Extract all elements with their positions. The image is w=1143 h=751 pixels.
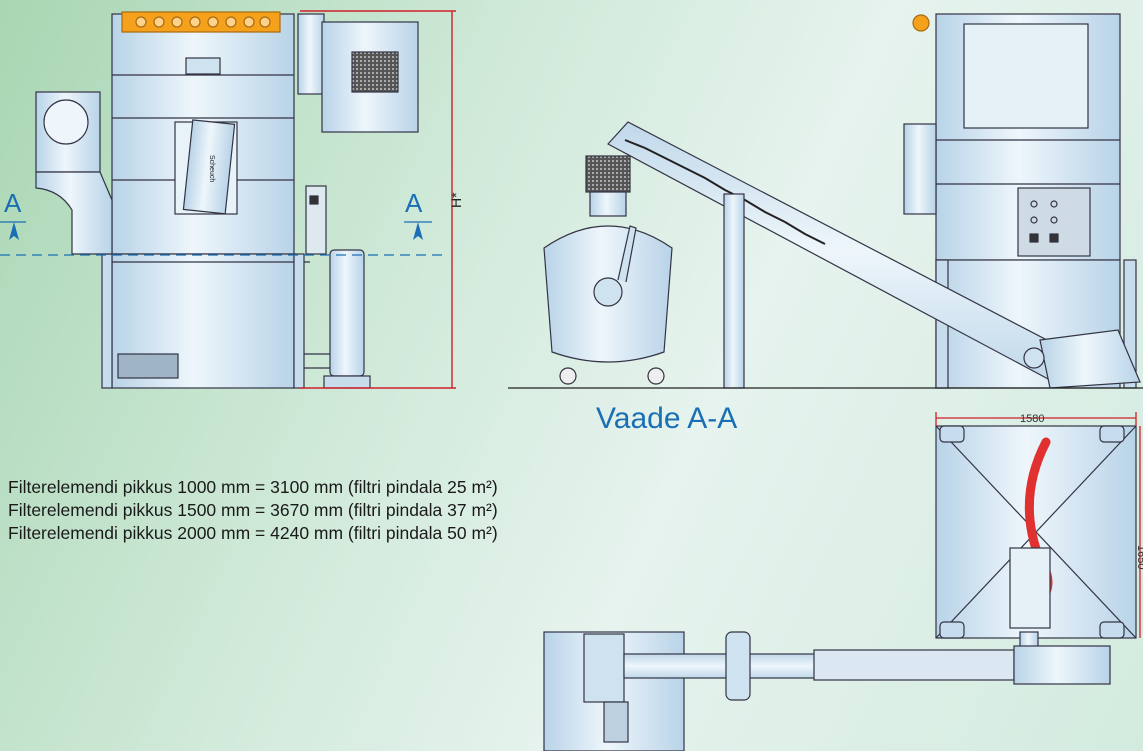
spec-list: Filterelemendi pikkus 1000 mm = 3100 mm … [8, 476, 498, 545]
brand-label: Scheuch [208, 155, 215, 182]
top-view-dimensions [935, 412, 1141, 638]
spec-line-3: Filterelemendi pikkus 2000 mm = 4240 mm … [8, 523, 498, 543]
spec-line-2: Filterelemendi pikkus 1500 mm = 3670 mm … [8, 500, 498, 520]
section-marker-left: A [4, 188, 22, 218]
depth-dimension-label: 1650 [1135, 545, 1143, 569]
filter-front-view [35, 11, 419, 389]
section-line-a [0, 221, 444, 256]
width-dimension-label: 1580 [1020, 413, 1044, 425]
filter-section-view [903, 13, 1137, 389]
screw-conveyor [607, 121, 1141, 389]
spec-line-1: Filterelemendi pikkus 1000 mm = 3100 mm … [8, 477, 498, 497]
height-dimension [300, 10, 456, 389]
top-view [543, 425, 1137, 751]
height-label: H* [448, 192, 464, 208]
section-marker-right: A [405, 188, 423, 218]
collection-bin [508, 155, 1143, 389]
view-caption: Vaade A-A [596, 402, 738, 435]
